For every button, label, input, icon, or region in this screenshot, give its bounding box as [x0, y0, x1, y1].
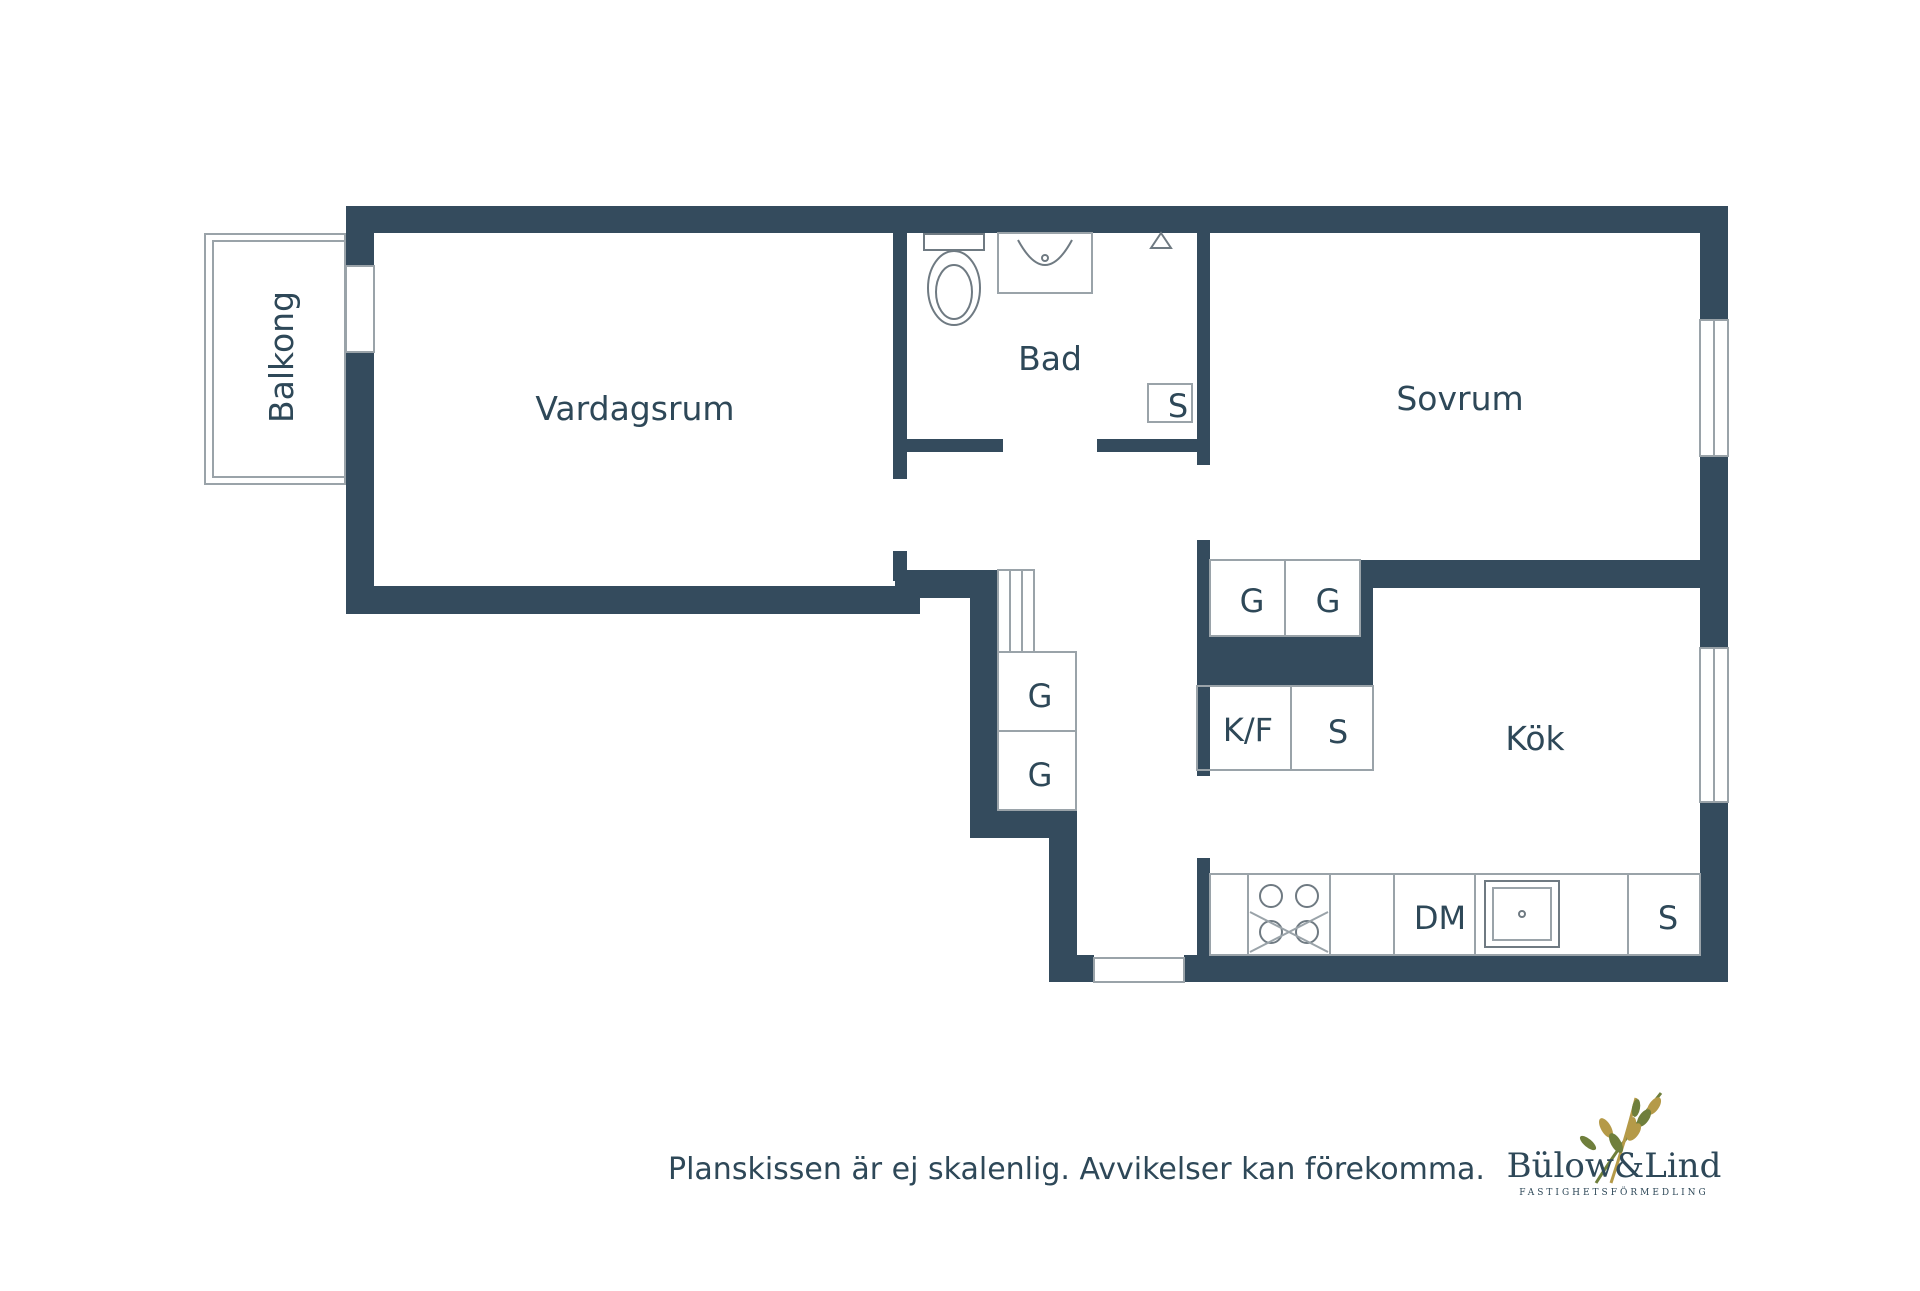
wardrobes [1196, 559, 1374, 771]
drain-icon [1149, 231, 1173, 249]
label-closet-g4: G [1028, 756, 1053, 794]
room-label-kok: Kök [1505, 719, 1565, 758]
room-label-sovrum: Sovrum [1396, 379, 1523, 418]
bath-cabinet [1147, 383, 1193, 423]
room-label-vardagsrum: Vardagsrum [535, 389, 734, 428]
label-dishwasher: DM [1414, 899, 1466, 937]
brand-logo: Bülow&Lind FASTIGHETSFÖRMEDLING [1496, 1088, 1732, 1208]
bathroom-fixtures [923, 231, 1193, 423]
label-closet-g3: G [1028, 677, 1053, 715]
room-label-balkong: Balkong [262, 291, 301, 423]
label-kitchen-s: S [1658, 899, 1678, 937]
room-label-bad: Bad [1018, 339, 1082, 378]
brand-name: Bülow&Lind [1506, 1146, 1722, 1186]
hall-closets [997, 569, 1077, 811]
windows [345, 265, 1729, 983]
walls [346, 206, 1728, 982]
wheat-logo-icon [1579, 1092, 1663, 1184]
label-fridge-freezer: K/F [1223, 711, 1273, 749]
kitchen-counter [1209, 873, 1701, 956]
label-bath-s: S [1168, 387, 1188, 425]
kitchen-sink-icon [1484, 880, 1560, 948]
brand-tagline: FASTIGHETSFÖRMEDLING [1519, 1188, 1709, 1198]
toilet-icon [923, 233, 985, 326]
label-wardrobe-g1: G [1240, 582, 1265, 620]
disclaimer-text: Planskissen är ej skalenlig. Avvikelser … [668, 1152, 1485, 1187]
stove-icon [1247, 873, 1331, 956]
sink-icon [997, 232, 1093, 294]
label-kitchen-wardrobe-s: S [1328, 713, 1348, 751]
label-wardrobe-g2: G [1316, 582, 1341, 620]
balcony [204, 233, 346, 485]
